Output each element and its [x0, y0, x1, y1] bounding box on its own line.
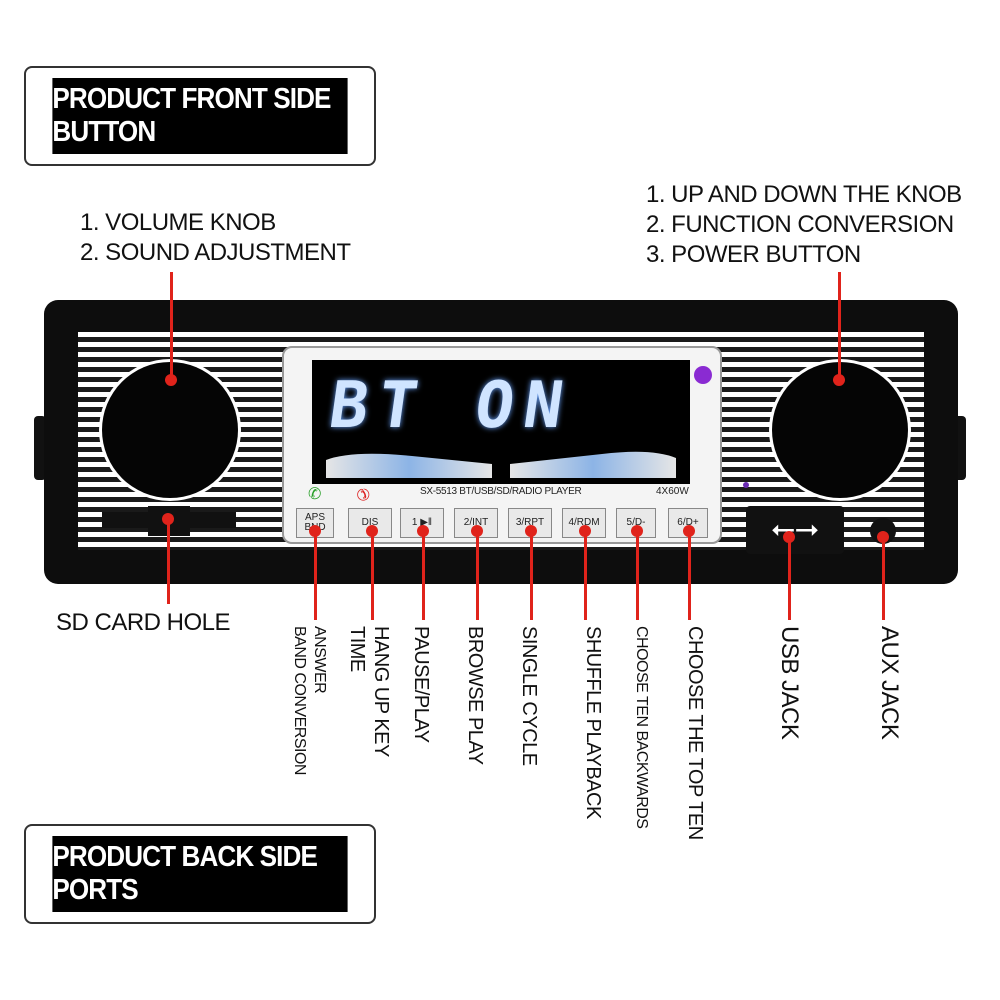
display-screen	[312, 360, 690, 484]
leader-dot-ten-back	[631, 525, 643, 537]
browse-play-label: BROWSE PLAY	[464, 626, 486, 765]
usb-port[interactable]	[746, 506, 844, 554]
leader-dot-int	[471, 525, 483, 537]
choose-ten-backwards-label: CHOOSE TEN BACKWARDS	[633, 626, 650, 829]
display-text: BT ON	[324, 369, 578, 443]
answer-label: ANSWER	[311, 626, 328, 694]
leader-line-top-ten	[688, 530, 691, 620]
function-conversion-label: 2. FUNCTION CONVERSION	[646, 211, 954, 238]
leader-dot-usb	[783, 531, 795, 543]
shuffle-playback-label: SHUFFLE PLAYBACK	[582, 626, 604, 819]
choose-top-ten-label: CHOOSE THE TOP TEN	[684, 626, 706, 840]
single-cycle-label: SINGLE CYCLE	[518, 626, 540, 766]
front-side-banner-text: PRODUCT FRONT SIDE BUTTON	[52, 78, 348, 154]
aux-jack-label: AUX JACK	[876, 626, 903, 740]
leader-dot-rdm	[579, 525, 591, 537]
leader-line-power	[838, 272, 841, 380]
leader-line-rpt	[530, 530, 533, 620]
indicator-light	[694, 366, 712, 384]
leader-line-int	[476, 530, 479, 620]
leader-dot-rpt	[525, 525, 537, 537]
volume-knob-label: 1. VOLUME KNOB	[80, 209, 276, 236]
leader-line-usb	[788, 536, 791, 620]
power-rating-text: 4X60W	[656, 486, 689, 497]
leader-dot-sd	[162, 513, 174, 525]
back-side-banner-text: PRODUCT BACK SIDE PORTS	[52, 836, 348, 912]
leader-line-sd	[167, 518, 170, 604]
leader-line-aps	[314, 530, 317, 620]
leader-line-rdm	[584, 530, 587, 620]
hang-up-key-label: HANG UP KEY	[370, 626, 392, 757]
leader-dot-top-ten	[683, 525, 695, 537]
mounting-ear-left	[34, 416, 46, 480]
leader-line-ten-back	[636, 530, 639, 620]
spectrum-bars	[326, 451, 676, 478]
leader-line-pause	[422, 530, 425, 620]
up-down-knob-label: 1. UP AND DOWN THE KNOB	[646, 181, 962, 208]
usb-jack-label: USB JACK	[776, 626, 803, 740]
leader-line-aux	[882, 536, 885, 620]
model-text: SX-5513 BT/USB/SD/RADIO PLAYER	[420, 486, 582, 497]
usb-icon: ⭠⭢	[771, 512, 819, 545]
dis-button[interactable]: DIS	[348, 508, 392, 538]
sound-adjustment-label: 2. SOUND ADJUSTMENT	[80, 239, 351, 266]
leader-line-dis	[371, 530, 374, 620]
power-button-label: 3. POWER BUTTON	[646, 241, 861, 268]
leader-dot-pause	[417, 525, 429, 537]
leader-line-volume	[170, 272, 173, 380]
leader-dot-aps	[309, 525, 321, 537]
back-side-banner: PRODUCT BACK SIDE PORTS	[24, 824, 376, 924]
pause-play-label: PAUSE/PLAY	[410, 626, 432, 743]
leader-dot-power	[833, 374, 845, 386]
front-side-banner: PRODUCT FRONT SIDE BUTTON	[24, 66, 376, 166]
sd-card-hole-label: SD CARD HOLE	[56, 609, 231, 636]
leader-dot-dis	[366, 525, 378, 537]
indicator-light-small	[743, 482, 749, 488]
leader-dot-aux	[877, 531, 889, 543]
time-label: TIME	[346, 626, 368, 672]
leader-dot-volume	[165, 374, 177, 386]
band-conversion-label: BAND CONVERSION	[291, 626, 308, 775]
phone-answer-icon: ✆	[308, 486, 322, 503]
